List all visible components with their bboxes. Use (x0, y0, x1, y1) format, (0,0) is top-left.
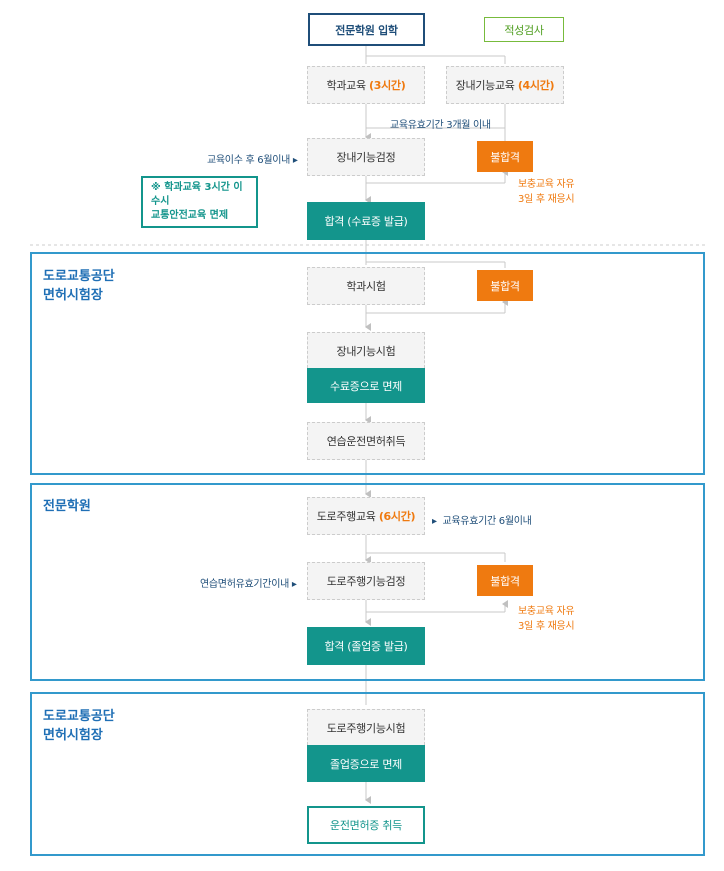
retest-note-2: 보충교육 자유 3일 후 재응시 (518, 604, 575, 634)
fail-box-1: 불합격 (477, 141, 533, 172)
inner-skill-check-box: 장내기능검정 (307, 138, 425, 176)
road-edu-validity-note: ▸ 교육유효기간 6월이내 (432, 516, 532, 527)
theory-education-box: 학과교육 (3시간) (307, 66, 425, 104)
section-1-title: 도로교통공단 면허시험장 (43, 269, 115, 303)
section-2-title: 전문학원 (43, 499, 91, 514)
section-license-center-2 (30, 692, 705, 856)
fail-box-3: 불합격 (477, 565, 533, 596)
retest-line-2: 3일 후 재응시 (518, 621, 575, 632)
exemption-line-1: ※ 학과교육 3시간 이수시 (151, 182, 243, 207)
academy-entry-box: 전문학원 입학 (308, 13, 425, 46)
retest-line-1: 보충교육 자유 (518, 179, 575, 190)
inner-skill-education-hours: (4시간) (517, 79, 555, 92)
learner-license-box: 연습운전면허취득 (307, 422, 425, 460)
theory-education-hours: (3시간) (369, 79, 406, 92)
road-education-box: 도로주행교육 (6시간) (307, 497, 425, 535)
pass-certificate-box: 합격 (수료증 발급) (307, 202, 425, 240)
exempt-by-certificate-box: 수료증으로 면제 (307, 368, 425, 403)
arrow-right-icon: ▸ (292, 155, 298, 166)
arrow-right-icon: ▸ (432, 516, 437, 527)
road-education-label: 도로주행교육 (316, 510, 376, 523)
driver-license-box: 운전면허증 취득 (307, 806, 425, 844)
road-check-box: 도로주행기능검정 (307, 562, 425, 600)
section-driving-academy (30, 483, 705, 681)
retest-note-1: 보충교육 자유 3일 후 재응시 (518, 177, 575, 207)
inner-skill-education-label: 장내기능교육 (455, 79, 515, 92)
aptitude-test-box: 적성검사 (484, 17, 564, 42)
after-completion-note: 교육이수 후 6월이내 ▸ (207, 155, 298, 166)
theory-education-label: 학과교육 (326, 79, 367, 92)
arrow-right-icon: ▸ (291, 579, 297, 590)
retest-line-2: 3일 후 재응시 (518, 194, 575, 205)
theory-test-box: 학과시험 (307, 267, 425, 305)
section-3-title: 도로교통공단 면허시험장 (43, 709, 115, 743)
pass-graduation-box: 합격 (졸업증 발급) (307, 627, 425, 665)
exempt-by-graduation-box: 졸업증으로 면제 (307, 745, 425, 782)
exemption-note: ※ 학과교육 3시간 이수시 교통안전교육 면제 (141, 176, 258, 228)
road-education-hours: (6시간) (378, 510, 416, 523)
learner-validity-note: 연습면허유효기간이내 ▸ (200, 579, 297, 590)
section-license-center-1 (30, 252, 705, 475)
road-test-box: 도로주행기능시험 (307, 709, 425, 745)
inner-skill-education-box: 장내기능교육 (4시간) (446, 66, 564, 104)
retest-line-1: 보충교육 자유 (518, 606, 575, 617)
fail-box-2: 불합격 (477, 270, 533, 301)
exemption-line-2: 교통안전교육 면제 (151, 210, 229, 221)
edu-validity-note: 교육유효기간 3개월 이내 (390, 120, 491, 131)
inner-skill-test-box: 장내기능시험 (307, 332, 425, 368)
